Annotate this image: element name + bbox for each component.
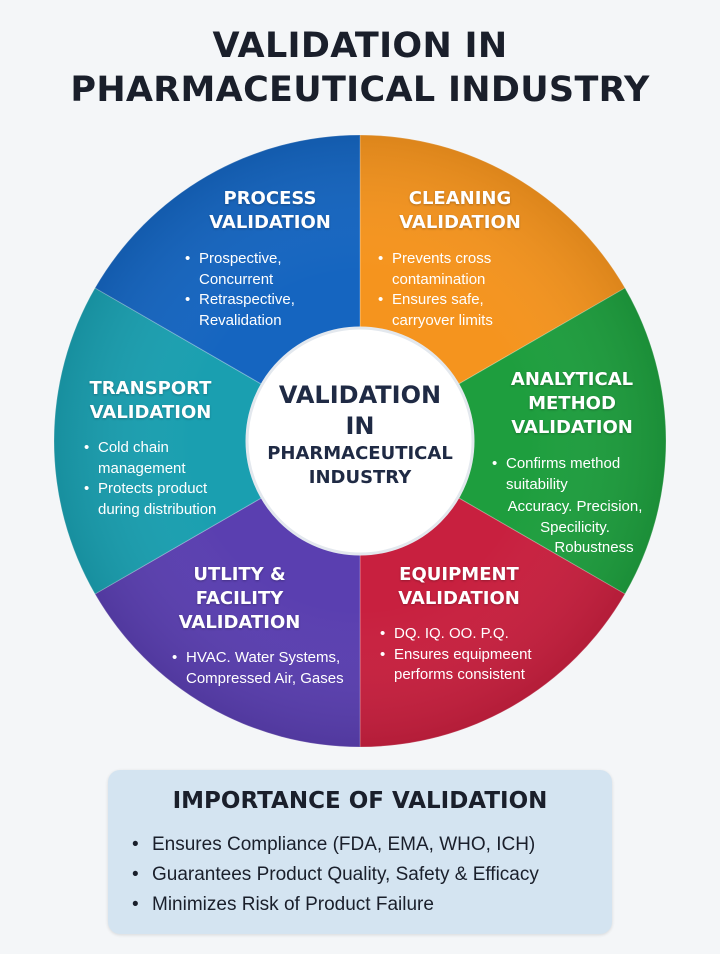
transport-bullet-1: Cold chain management bbox=[84, 438, 216, 479]
title-line-2: PHARMACEUTICAL INDUSTRY bbox=[70, 70, 650, 110]
transport-bullet-2-line-1: Protects product bbox=[98, 480, 208, 497]
process-bullet-1-line-1: Prospective, bbox=[199, 250, 282, 267]
importance-item: Guarantees Product Quality, Safety & Eff… bbox=[130, 860, 539, 890]
center-line-2: IN bbox=[345, 412, 375, 440]
cleaning-heading-line-1: CLEANING bbox=[408, 188, 512, 209]
title-line-1: VALIDATION IN bbox=[212, 26, 508, 66]
analytical-heading-line-3: VALIDATION bbox=[511, 417, 633, 438]
equipment-validation-bullets: DQ. IQ. OO. P.Q. Ensures equipmeent perf… bbox=[380, 624, 532, 686]
analytical-heading-line-1: ANALYTICAL bbox=[510, 369, 634, 390]
utility-heading-line-3: VALIDATION bbox=[178, 612, 301, 633]
equipment-bullet-2-line-2: performs consistent bbox=[394, 666, 525, 683]
equipment-validation-heading: EQUIPMENT VALIDATION bbox=[380, 563, 538, 611]
process-validation-heading: PROCESS VALIDATION bbox=[195, 187, 345, 235]
importance-item: Minimizes Risk of Product Failure bbox=[130, 890, 539, 920]
equipment-heading-line-2: VALIDATION bbox=[398, 588, 520, 609]
importance-panel: IMPORTANCE OF VALIDATION Ensures Complia… bbox=[108, 770, 612, 934]
analytical-method-validation-heading: ANALYTICAL METHOD VALIDATION bbox=[497, 368, 647, 440]
utility-facility-validation-heading: UTLITY & FACILITY VALIDATION bbox=[162, 563, 317, 635]
analytical-extra-line-2: Specilicity. bbox=[540, 518, 610, 536]
process-validation-bullets: Prospective, Concurrent Retraspective, R… bbox=[185, 249, 295, 331]
transport-bullet-2: Protects product during distribution bbox=[84, 479, 216, 520]
analytical-bullet-1: Confirms method suitability bbox=[492, 454, 620, 495]
importance-item: Ensures Compliance (FDA, EMA, WHO, ICH) bbox=[130, 830, 539, 860]
analytical-heading-line-2: METHOD bbox=[528, 393, 616, 414]
utility-bullet-1-line-1: HVAC. Water Systems, bbox=[186, 649, 341, 666]
cleaning-bullet-2: Ensures safe, carryover limits bbox=[378, 290, 493, 331]
transport-validation-bullets: Cold chain management Protects product d… bbox=[84, 438, 216, 520]
center-hub bbox=[245, 326, 475, 556]
equipment-bullet-2-line-1: Ensures equipmeent bbox=[394, 645, 532, 663]
process-bullet-1: Prospective, Concurrent bbox=[185, 249, 295, 290]
utility-heading-line-2: FACILITY bbox=[195, 588, 284, 609]
transport-validation-heading: TRANSPORT VALIDATION bbox=[78, 377, 223, 425]
utility-heading-line-1: UTLITY & bbox=[193, 564, 286, 585]
analytical-validation-bullets: Confirms method suitability bbox=[492, 454, 620, 495]
equipment-bullet-1: DQ. IQ. OO. P.Q. bbox=[380, 624, 532, 645]
cleaning-bullet-1: Prevents cross contamination bbox=[378, 249, 493, 290]
importance-list: Ensures Compliance (FDA, EMA, WHO, ICH) … bbox=[130, 830, 539, 920]
cleaning-validation-bullets: Prevents cross contamination Ensures saf… bbox=[378, 249, 493, 331]
transport-bullet-1-line-2: management bbox=[98, 459, 186, 477]
process-bullet-2: Retraspective, Revalidation bbox=[185, 290, 295, 331]
analytical-extra-line-1: Accuracy. Precision, bbox=[507, 498, 643, 515]
analytical-bullet-1-line-1: Confirms method bbox=[506, 455, 621, 472]
center-line-4: INDUSTRY bbox=[308, 467, 412, 488]
transport-heading-line-2: VALIDATION bbox=[89, 402, 212, 423]
process-heading-line-2: VALIDATION bbox=[209, 212, 331, 233]
utility-bullet-1: HVAC. Water Systems, Compressed Air, Gas… bbox=[172, 648, 344, 689]
cleaning-heading-line-2: VALIDATION bbox=[399, 212, 521, 233]
equipment-bullet-1-line-1: DQ. IQ. OO. P.Q. bbox=[394, 625, 509, 642]
center-line-1: VALIDATION bbox=[278, 381, 442, 409]
transport-bullet-2-line-2: during distribution bbox=[98, 500, 217, 518]
transport-bullet-1-line-1: Cold chain bbox=[98, 439, 169, 456]
process-bullet-2-line-2: Revalidation bbox=[199, 311, 282, 329]
analytical-bullet-1-line-2: suitability bbox=[506, 475, 568, 493]
process-bullet-2-line-1: Retraspective, bbox=[199, 291, 295, 308]
cleaning-bullet-1-line-1: Prevents cross bbox=[392, 250, 492, 267]
page-title: VALIDATION IN PHARMACEUTICAL INDUSTRY bbox=[0, 24, 720, 112]
cleaning-bullet-2-line-2: carryover limits bbox=[392, 311, 493, 329]
center-label: VALIDATION IN PHARMACEUTICAL INDUSTRY bbox=[250, 380, 470, 490]
transport-heading-line-1: TRANSPORT bbox=[89, 378, 212, 399]
process-heading-line-1: PROCESS bbox=[223, 188, 317, 209]
equipment-heading-line-1: EQUIPMENT bbox=[399, 564, 519, 585]
process-bullet-1-line-2: Concurrent bbox=[199, 270, 274, 288]
cleaning-bullet-1-line-2: contamination bbox=[392, 270, 486, 288]
utility-validation-bullets: HVAC. Water Systems, Compressed Air, Gas… bbox=[172, 648, 344, 689]
analytical-extra-line-3: Robustness bbox=[554, 539, 634, 556]
utility-bullet-1-line-2: Compressed Air, Gases bbox=[186, 669, 344, 687]
cleaning-bullet-2-line-1: Ensures safe, bbox=[392, 291, 484, 308]
center-line-3: PHARMACEUTICAL bbox=[267, 443, 453, 464]
equipment-bullet-2: Ensures equipmeent performs consistent bbox=[380, 645, 532, 686]
importance-title: IMPORTANCE OF VALIDATION bbox=[172, 788, 548, 814]
analytical-extra-notes: Accuracy. Precision, Specilicity. Robust… bbox=[500, 497, 650, 559]
cleaning-validation-heading: CLEANING VALIDATION bbox=[385, 187, 535, 235]
